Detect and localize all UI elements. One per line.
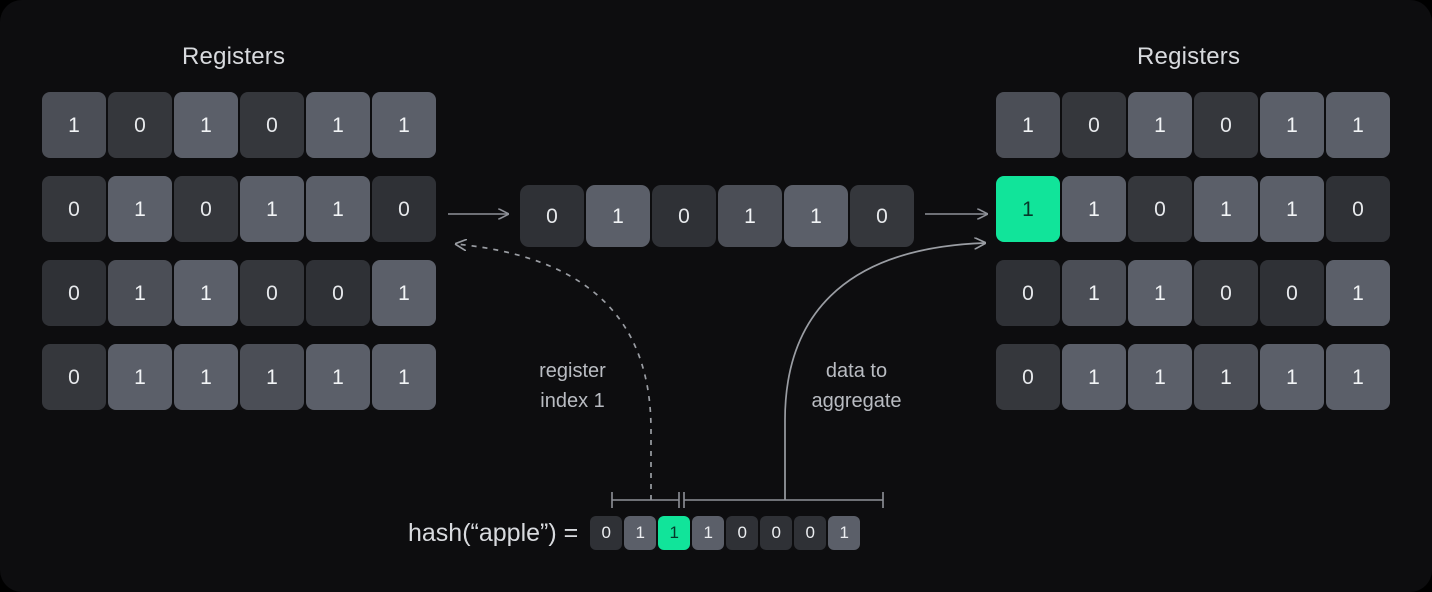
register-cell: 0 (1326, 176, 1390, 242)
hash-bit-highlighted: 1 (658, 516, 691, 550)
register-cell: 1 (174, 92, 238, 158)
register-cell: 0 (1062, 92, 1126, 158)
register-cell: 1 (108, 260, 172, 326)
register-cell: 1 (1062, 344, 1126, 410)
register-cell: 0 (372, 176, 436, 242)
register-cell: 1 (1326, 260, 1390, 326)
register-cell: 0 (996, 344, 1060, 410)
register-cell: 0 (306, 260, 370, 326)
extracted-register-cell: 1 (586, 185, 650, 247)
hash-bit: 0 (760, 516, 793, 550)
register-cell: 1 (42, 92, 106, 158)
register-cell: 0 (42, 344, 106, 410)
register-cell: 1 (1128, 344, 1192, 410)
register-cell: 1 (1260, 92, 1324, 158)
data-to-aggregate-annotation: data to aggregate (811, 360, 902, 412)
register-cell: 1 (1260, 176, 1324, 242)
hash-label: hash(“apple”) = (408, 518, 579, 547)
register-cell: 1 (996, 92, 1060, 158)
hash-bit: 1 (692, 516, 725, 550)
register-cell: 1 (372, 92, 436, 158)
register-cell: 1 (1326, 344, 1390, 410)
register-cell: 1 (1062, 260, 1126, 326)
register-cell: 1 (1260, 344, 1324, 410)
register-cell: 1 (306, 344, 370, 410)
register-cell: 0 (108, 92, 172, 158)
extracted-register-cell: 0 (520, 185, 584, 247)
left-panel-title: Registers (182, 43, 286, 70)
register-cell: 0 (42, 176, 106, 242)
register-cell: 1 (306, 176, 370, 242)
register-cell: 1 (1326, 92, 1390, 158)
register-cell: 1 (174, 344, 238, 410)
hash-bit: 1 (828, 516, 861, 550)
register-cell: 0 (1260, 260, 1324, 326)
extracted-register-cell: 0 (652, 185, 716, 247)
register-cell: 0 (1194, 260, 1258, 326)
register-cell: 1 (306, 92, 370, 158)
register-cell: 0 (1194, 92, 1258, 158)
register-cell: 1 (108, 176, 172, 242)
register-cell: 1 (1062, 176, 1126, 242)
register-cell: 0 (174, 176, 238, 242)
extracted-register-cell: 1 (718, 185, 782, 247)
extracted-register-cell: 0 (850, 185, 914, 247)
register-cell: 1 (240, 176, 304, 242)
register-cell: 0 (1128, 176, 1192, 242)
register-cell: 1 (1128, 92, 1192, 158)
right-panel-title: Registers (1137, 43, 1241, 70)
register-cell-highlighted: 1 (996, 176, 1060, 242)
register-cell: 1 (240, 344, 304, 410)
hash-bit: 0 (726, 516, 759, 550)
register-cell: 1 (174, 260, 238, 326)
hash-bit: 1 (624, 516, 657, 550)
register-cell: 1 (372, 260, 436, 326)
span-bracket-icon (683, 492, 884, 508)
register-cell: 1 (1194, 344, 1258, 410)
register-cell: 1 (1128, 260, 1192, 326)
hash-bit: 0 (590, 516, 623, 550)
span-bracket-icon (611, 492, 680, 508)
extracted-register-cell: 1 (784, 185, 848, 247)
hash-bit: 0 (794, 516, 827, 550)
register-cell: 0 (996, 260, 1060, 326)
register-cell: 1 (372, 344, 436, 410)
register-cell: 1 (1194, 176, 1258, 242)
register-cell: 0 (240, 260, 304, 326)
register-cell: 0 (42, 260, 106, 326)
register-cell: 0 (240, 92, 304, 158)
register-cell: 1 (108, 344, 172, 410)
register-index-annotation: register index 1 (539, 360, 606, 412)
